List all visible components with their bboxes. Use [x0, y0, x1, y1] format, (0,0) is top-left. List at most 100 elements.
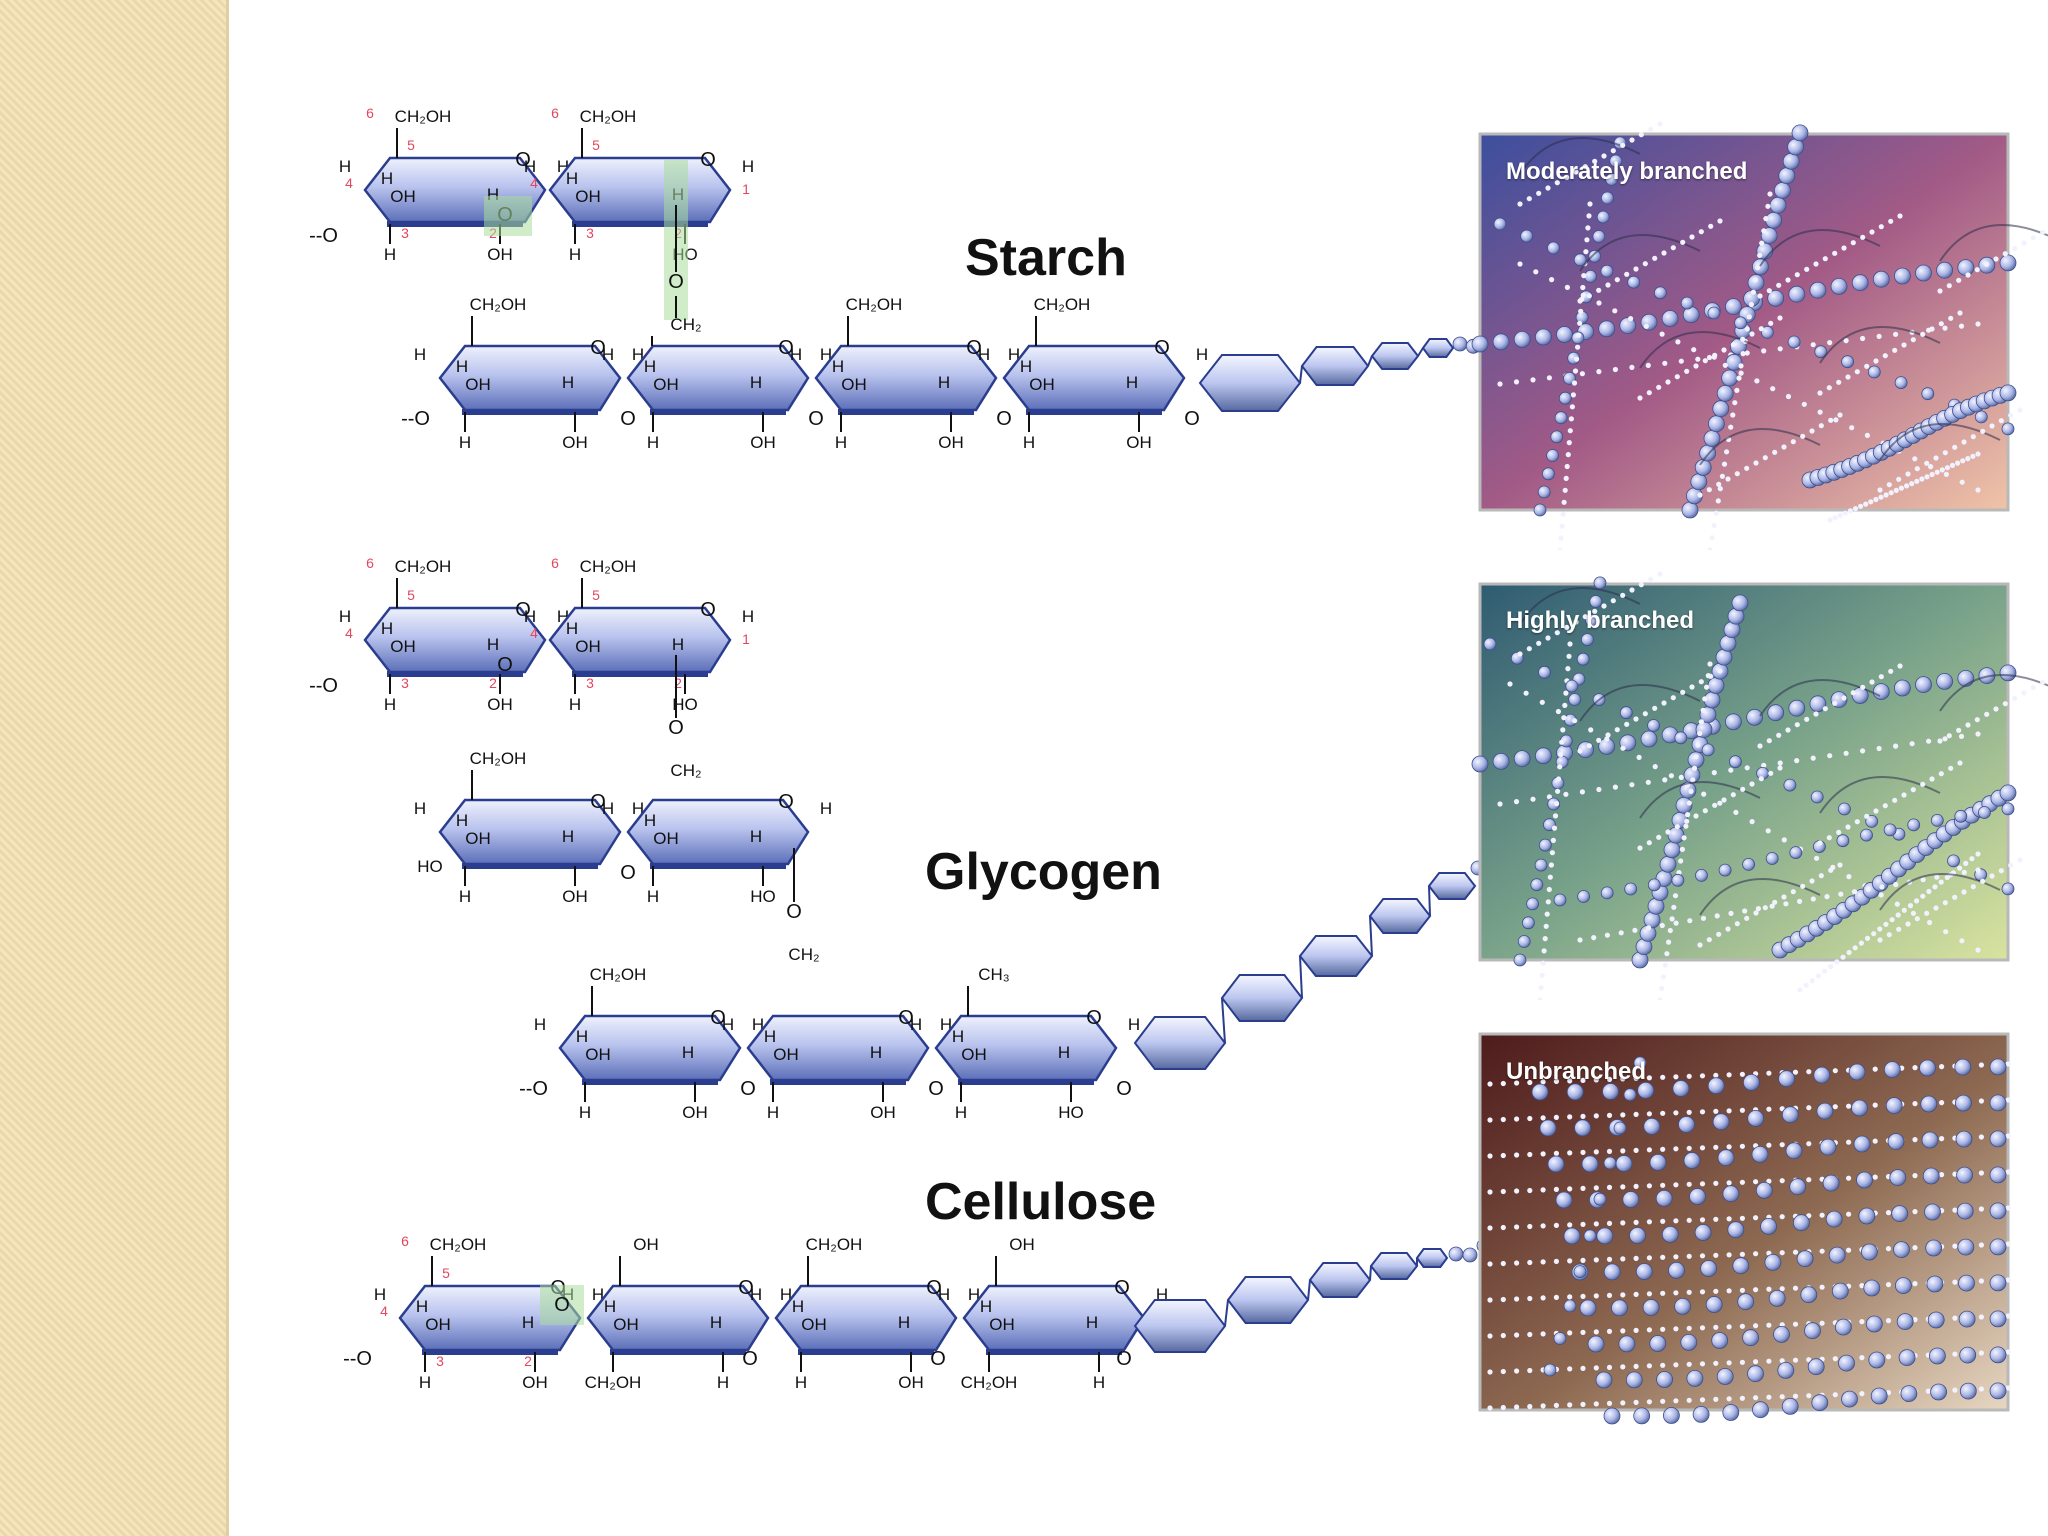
bead	[1835, 1318, 1852, 1336]
bead-dot	[1846, 949, 1852, 956]
bead-dot	[1846, 1139, 1852, 1145]
bead-dot	[1761, 348, 1767, 354]
bead-dot	[1925, 1388, 1931, 1394]
bead-dot	[1657, 997, 1663, 1000]
bead-dot	[1864, 363, 1870, 369]
bead-dot	[1978, 1242, 1984, 1248]
glycosidic-oxygen: O	[742, 1348, 758, 1370]
bead-dot	[1646, 390, 1652, 396]
atom-label: H	[384, 245, 396, 264]
bead-dot	[1948, 765, 1954, 771]
bead-dot	[1620, 1292, 1626, 1298]
atom-label: H	[604, 1297, 616, 1316]
atom-label: H	[672, 635, 684, 654]
bead-dot	[1864, 935, 1871, 942]
bead-dot	[1910, 337, 1916, 343]
bead	[1774, 181, 1791, 199]
bead-dot	[1726, 1360, 1732, 1366]
bead	[1887, 1133, 1905, 1150]
bead-dot	[1806, 1393, 1812, 1399]
bead-dot	[1854, 819, 1860, 825]
bead-dot	[1949, 462, 1956, 468]
bead	[1956, 1166, 1973, 1184]
bead-dot	[1869, 679, 1875, 685]
bead-dot	[1620, 1184, 1626, 1190]
bead-dot	[1984, 711, 1990, 717]
atom-label: H	[870, 1043, 882, 1062]
bead-dot	[1567, 1114, 1573, 1120]
bead-dot	[1939, 1100, 1945, 1106]
bead-dot	[1593, 1113, 1599, 1119]
bead-dot	[1730, 792, 1736, 798]
glycosidic-oxygen: O	[786, 901, 802, 923]
bead-dot	[1929, 326, 1935, 332]
bead	[1848, 1063, 1866, 1081]
bead-dot	[1892, 797, 1898, 803]
bead-dot	[1567, 1222, 1573, 1228]
bead	[1999, 384, 2017, 402]
atom-label: H	[790, 345, 802, 364]
bead-dot	[1809, 978, 1815, 984]
atom-label: H	[459, 887, 471, 906]
bead-dot	[1852, 945, 1858, 951]
bead-dot	[1629, 782, 1635, 788]
bead-dot	[1932, 884, 1938, 890]
bead-dot	[1847, 508, 1853, 514]
bead-dot	[1858, 940, 1864, 946]
bead-dot	[1914, 478, 1920, 484]
bead-dot	[1567, 1258, 1573, 1264]
bead	[1930, 1383, 1947, 1401]
bead-dot	[1620, 592, 1626, 598]
bead-dot	[1739, 1179, 1745, 1185]
bead-dot	[2005, 1313, 2011, 1319]
bead	[1956, 1202, 1974, 1220]
bead	[1804, 1322, 1821, 1340]
bead	[1568, 693, 1582, 706]
atom-label: H	[374, 1285, 386, 1304]
bead-dot	[1989, 423, 1995, 429]
bead-dot	[2030, 685, 2036, 691]
bead-dot	[1667, 927, 1673, 934]
bead	[1722, 1185, 1740, 1203]
bead-dot	[1700, 915, 1707, 921]
bead	[1513, 330, 1531, 348]
bead	[1707, 306, 1721, 320]
bead-dot	[1580, 1257, 1586, 1263]
bead-dot	[1660, 1110, 1666, 1116]
bead	[1898, 1349, 1916, 1366]
bead-dot	[1633, 1111, 1639, 1117]
bead-dot	[1610, 598, 1616, 604]
bead-dot	[1762, 905, 1768, 911]
bead-dot	[1817, 409, 1823, 415]
bead-dot	[1952, 1279, 1958, 1285]
bead-dot	[1632, 927, 1638, 933]
bead-dot	[1978, 1278, 1984, 1284]
bead-dot	[1686, 1253, 1692, 1259]
bead-dot	[1557, 547, 1563, 550]
bead-dot	[1699, 1397, 1706, 1403]
bead-dot	[1606, 1112, 1613, 1118]
bead-dot	[1893, 881, 1899, 888]
bead-dot	[1753, 1179, 1759, 1185]
bead-dot	[1713, 1108, 1719, 1114]
bead-dot	[1638, 582, 1644, 588]
atom-label: H	[938, 1285, 950, 1304]
atom-label: H	[456, 357, 468, 376]
bead	[1742, 1329, 1759, 1347]
atom-label: H	[381, 169, 393, 188]
bead-dot	[1744, 326, 1750, 332]
bead	[1663, 841, 1681, 859]
bead-dot	[1645, 362, 1651, 368]
atom-label: H	[898, 1313, 910, 1332]
bead-dot	[1500, 1152, 1506, 1159]
bead	[1661, 1226, 1679, 1243]
bead	[1746, 708, 1763, 726]
bead-dot	[1620, 1220, 1626, 1226]
bead	[1782, 152, 1800, 170]
atom-label: HO	[1058, 1103, 1084, 1122]
bead-dot	[1572, 718, 1578, 724]
bead-dot	[1540, 1259, 1546, 1265]
bead-dot	[1500, 1296, 1506, 1303]
